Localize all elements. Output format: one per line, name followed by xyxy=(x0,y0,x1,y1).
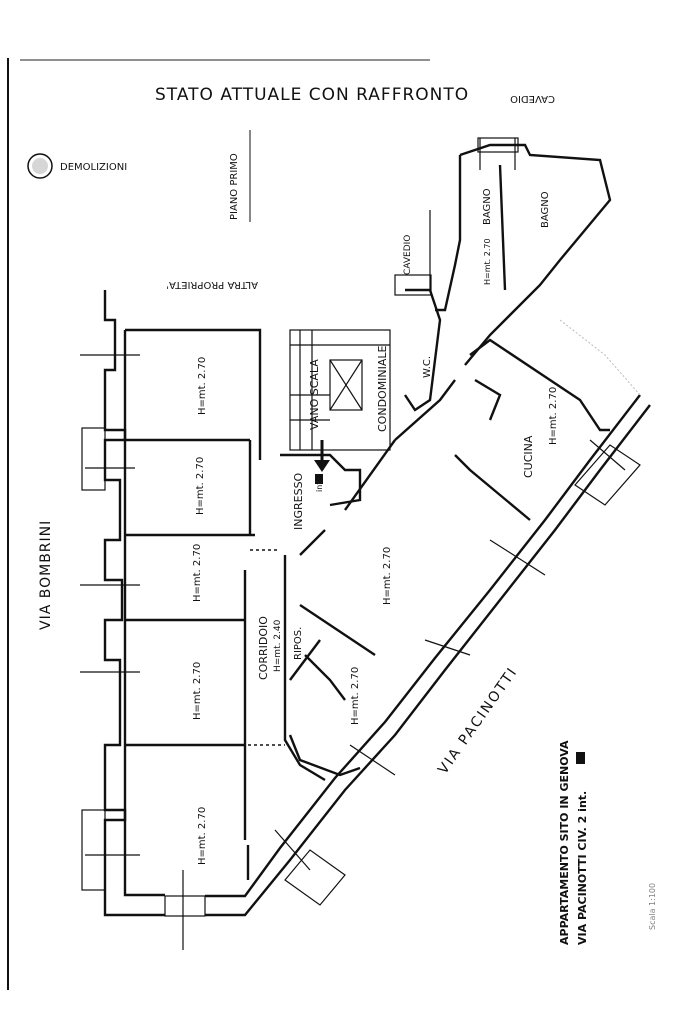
label-int: int. xyxy=(315,479,324,492)
label-cucina-height: H=mt. 2.70 xyxy=(548,387,559,445)
room-height-1: H=mt. 2.70 xyxy=(197,357,208,415)
plan-title: STATO ATTUALE CON RAFFRONTO xyxy=(155,85,469,105)
room-height-3: H=mt. 2.70 xyxy=(192,544,203,602)
room-labels: H=mt. 2.70 H=mt. 2.70 H=mt. 2.70 H=mt. 2… xyxy=(192,188,559,865)
label-bagno-1: BAGNO xyxy=(482,188,493,225)
street-via-pacinotti: VIA PACINOTTI xyxy=(435,664,521,777)
label-vano-scala: VANO SCALA xyxy=(308,359,321,430)
caption-line-1: APPARTAMENTO SITO IN GENOVA xyxy=(558,740,571,945)
cavedio-shaft xyxy=(394,274,432,296)
title-overlay: CAVEDIO xyxy=(510,93,555,104)
room-height-4: H=mt. 2.70 xyxy=(192,662,203,720)
scale-fragment: Scala 1:100 xyxy=(648,883,657,930)
label-corridoio: CORRIDOIO xyxy=(257,616,270,680)
label-cavedio: CAVEDIO xyxy=(403,235,413,275)
room-height-2: H=mt. 2.70 xyxy=(195,457,206,515)
demolition-symbol-icon xyxy=(27,153,53,179)
label-corridoio-height: H=mt. 2.40 xyxy=(273,619,283,672)
label-bagno-2: BAGNO xyxy=(540,191,551,228)
label-ingresso: INGRESSO xyxy=(292,472,305,530)
label-soggiorno-height: H=mt. 2.70 xyxy=(382,547,393,605)
caption-line-2: VIA PACINOTTI CIV. 2 int. xyxy=(576,791,589,945)
label-camera-height: H=mt. 2.70 xyxy=(350,667,361,725)
floor-label: PIANO PRIMO xyxy=(229,153,240,220)
label-condominiale: CONDOMINIALE xyxy=(376,345,389,432)
legend-demolizioni: DEMOLIZIONI xyxy=(60,162,127,173)
entrance-arrow-icon xyxy=(314,440,330,472)
neighbour-label: ALTRA PROPRIETA' xyxy=(166,279,258,290)
window-bay xyxy=(81,427,106,491)
window-bay xyxy=(81,809,106,891)
stairwell xyxy=(289,329,391,451)
caption: APPARTAMENTO SITO IN GENOVA VIA PACINOTT… xyxy=(558,740,657,945)
redaction-mark xyxy=(576,752,585,764)
label-cucina: CUCINA xyxy=(522,435,535,478)
label-wc: W.C. xyxy=(422,356,433,378)
legend: DEMOLIZIONI xyxy=(27,153,127,179)
interior-walls xyxy=(125,137,641,880)
exterior-walls xyxy=(80,290,651,950)
int-number-mark xyxy=(315,474,323,484)
label-ripos: RIPOS. xyxy=(293,627,304,660)
room-height-5: H=mt. 2.70 xyxy=(197,807,208,865)
street-via-bombrini: VIA BOMBRINI xyxy=(38,520,54,630)
label-bagno-height: H=mt. 2.70 xyxy=(483,238,492,285)
